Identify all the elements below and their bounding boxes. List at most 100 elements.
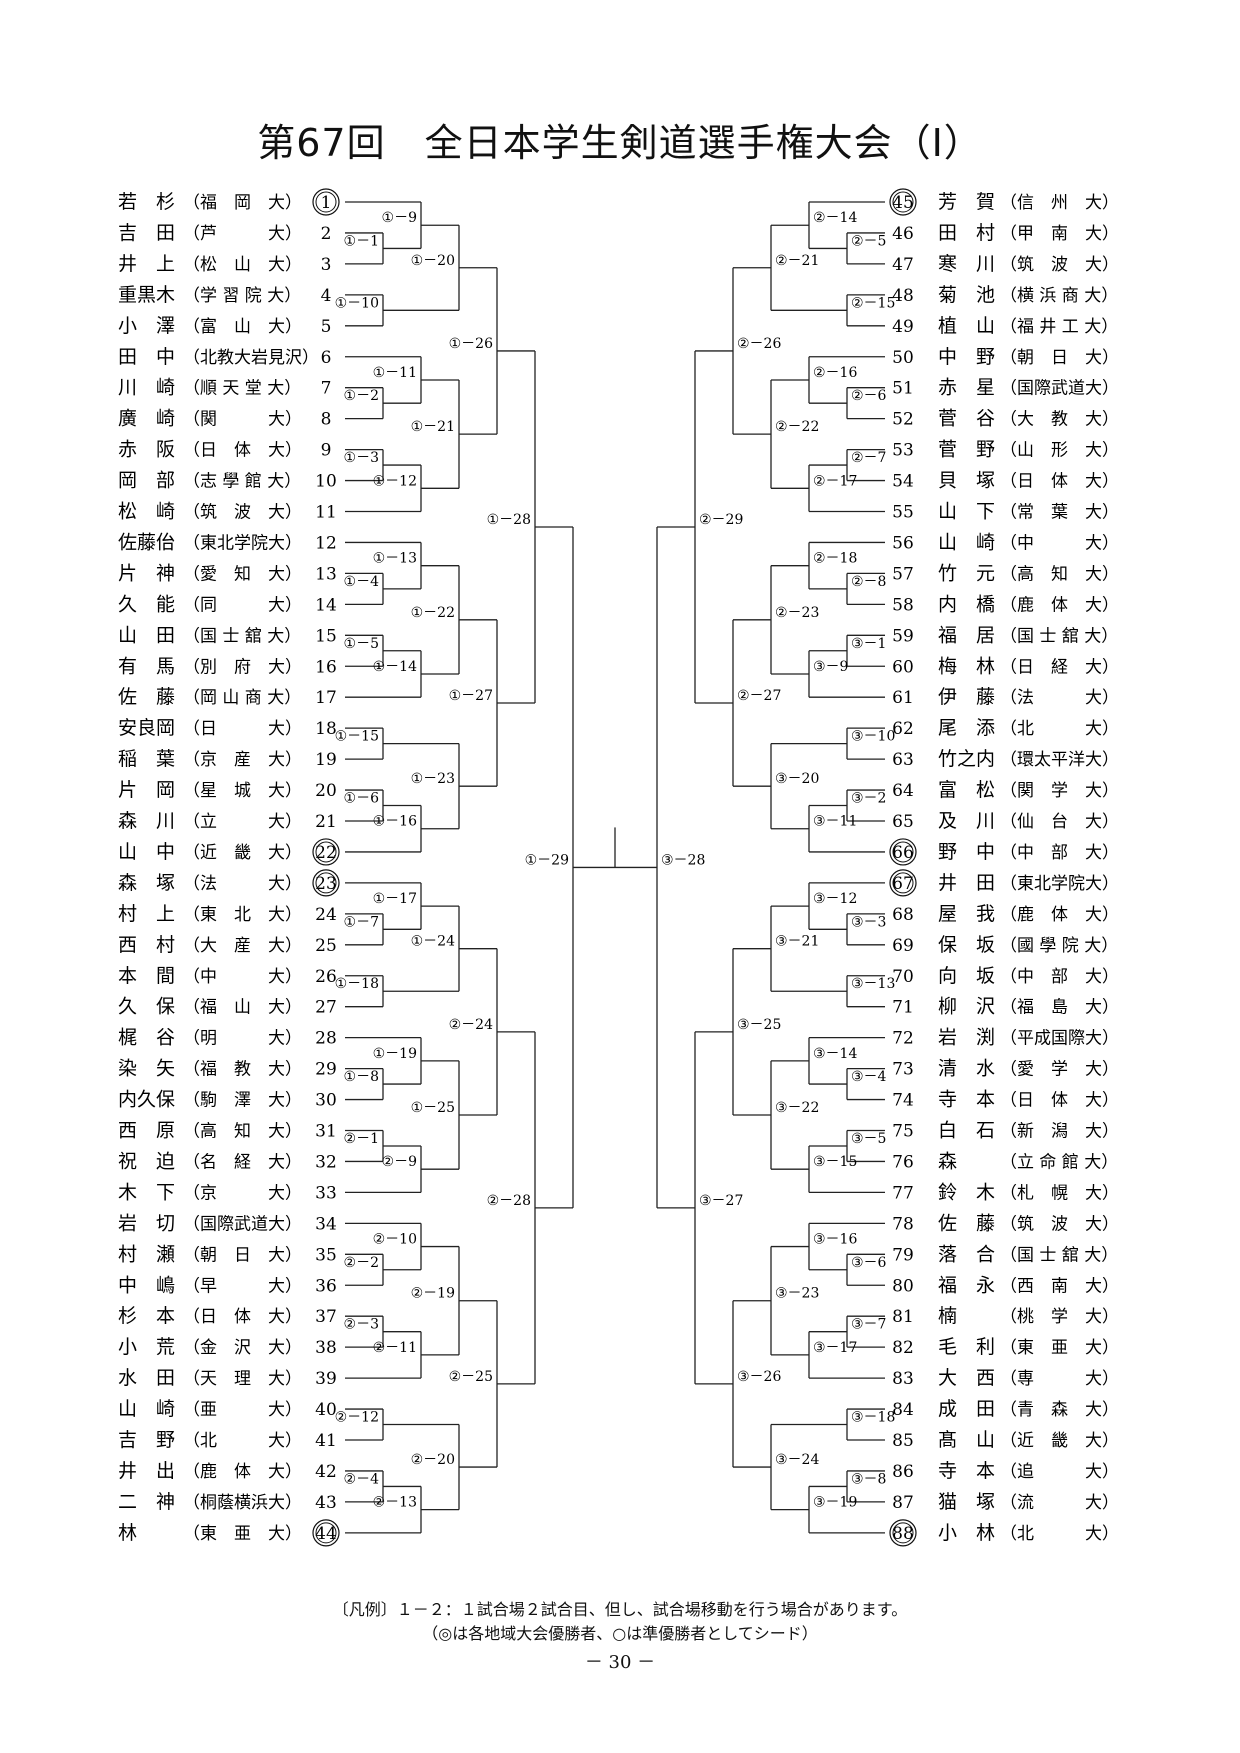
seed-mark [892, 191, 914, 213]
player-school: （朝 日 大） [1000, 348, 1119, 368]
player-school: （福 教 大） [183, 1060, 302, 1080]
player-number: 45 [892, 193, 914, 213]
player-school: （鹿 体 大） [183, 1462, 302, 1482]
player-school: （平成国際大） [1000, 1029, 1119, 1049]
player-school: （日 体 大） [1000, 472, 1119, 492]
match-label: ①－16 [373, 814, 417, 830]
player-name: 内 橋 [938, 593, 995, 615]
player-number: 74 [892, 1091, 914, 1111]
player-name: 植 山 [938, 315, 995, 337]
player-number: 32 [315, 1152, 337, 1172]
player-number: 84 [892, 1400, 914, 1420]
match-label: ②－11 [373, 1340, 417, 1356]
seed-mark [312, 838, 340, 866]
match-label: ①－12 [373, 473, 417, 489]
seed-mark [315, 872, 337, 894]
match-label: ②－1 [344, 1131, 379, 1147]
match-label: ③－26 [737, 1369, 781, 1385]
match-label: ③－15 [813, 1154, 857, 1170]
player-school: （追 大） [1000, 1462, 1119, 1482]
player-number: 52 [892, 410, 914, 430]
player-number: 76 [892, 1152, 914, 1172]
player-name: 中 嶋 [118, 1274, 175, 1296]
player-name: 西 原 [118, 1120, 175, 1142]
match-label: ①－17 [373, 891, 417, 907]
match-label: ①－15 [335, 729, 379, 745]
match-label: ①－18 [335, 976, 379, 992]
match-label: ①－14 [373, 659, 417, 675]
player-number: 70 [892, 967, 914, 987]
player-name: 山 中 [118, 841, 175, 863]
match-label: ②－27 [737, 688, 781, 704]
player-school: （流 大） [1000, 1493, 1119, 1513]
player-number: 46 [892, 224, 914, 244]
player-name: 田 中 [118, 346, 175, 368]
player-number: 86 [892, 1462, 914, 1482]
player-school: （北 大） [183, 1431, 302, 1451]
player-name: 吉 野 [118, 1429, 175, 1451]
player-school: （甲 南 大） [1000, 224, 1119, 244]
match-label: ②－25 [449, 1369, 493, 1385]
player-school: （日 体 大） [183, 1307, 302, 1327]
player-name: 梶 谷 [118, 1027, 175, 1049]
player-name: 安良岡 [118, 717, 175, 739]
player-number: 69 [892, 936, 914, 956]
match-label: ①－7 [344, 914, 379, 930]
match-label: ②－15 [851, 295, 895, 311]
player-school: （京 産 大） [183, 750, 302, 770]
match-label: ②－13 [373, 1495, 417, 1511]
player-school: （富 山 大） [183, 317, 302, 337]
player-school: （東 亜 大） [183, 1524, 302, 1544]
match-label: ②－9 [382, 1154, 417, 1170]
player-school: （仙 台 大） [1000, 812, 1119, 832]
player-number: 16 [315, 657, 337, 677]
player-name: 柳 沢 [938, 996, 995, 1018]
player-name: 富 松 [938, 779, 995, 801]
player-number: 53 [892, 441, 914, 461]
match-label: ①－1 [344, 233, 379, 249]
player-school: （鹿 体 大） [1000, 905, 1119, 925]
player-name: 岩 切 [118, 1212, 175, 1234]
match-label: ②－29 [699, 512, 743, 528]
player-name: 森 塚 [118, 872, 175, 894]
player-school: （桃 学 大） [1000, 1307, 1119, 1327]
match-label: ③－14 [813, 1046, 857, 1062]
player-name: 菊 池 [938, 284, 995, 306]
player-school: （国際武道大） [1000, 379, 1119, 399]
player-name: 赤 星 [938, 377, 995, 399]
player-name: 福 居 [938, 624, 995, 646]
player-school: （岡 山 商 大） [183, 688, 301, 708]
player-number: 38 [315, 1338, 337, 1358]
match-label: ②－17 [813, 473, 857, 489]
player-name: 芳 賀 [938, 191, 995, 213]
seed-mark [315, 1522, 337, 1544]
player-number: 88 [892, 1524, 914, 1544]
page-title: 第67回 全日本学生剣道選手権大会（Ⅰ） [257, 121, 983, 165]
player-name: 佐藤佁 [118, 531, 175, 553]
match-label: ①－2 [344, 388, 379, 404]
player-number: 13 [315, 564, 337, 584]
match-label: ③－18 [851, 1410, 895, 1426]
player-school: （立 命 館 大） [1000, 1152, 1118, 1172]
player-school: （大 産 大） [183, 936, 302, 956]
match-label: ①－13 [373, 551, 417, 567]
player-number: 9 [321, 441, 332, 461]
player-school: （志 學 館 大） [183, 472, 301, 492]
player-school: （日 大） [183, 719, 302, 739]
match-label: ①－11 [373, 365, 417, 381]
player-number: 6 [321, 348, 332, 368]
match-label: ③－27 [699, 1193, 743, 1209]
player-number: 55 [892, 503, 914, 523]
player-number: 81 [892, 1307, 914, 1327]
player-school: （天 理 大） [183, 1369, 302, 1389]
player-name: 楠 [938, 1305, 957, 1327]
player-number: 67 [892, 874, 914, 894]
match-label: ③－25 [737, 1017, 781, 1033]
player-number: 66 [892, 843, 914, 863]
match-label: ②－6 [851, 388, 887, 404]
player-name: 赤 阪 [118, 439, 175, 461]
player-school: （国際武道大） [183, 1214, 302, 1234]
player-number: 18 [315, 719, 337, 739]
player-number: 36 [315, 1276, 337, 1296]
match-label: ①－28 [487, 512, 531, 528]
